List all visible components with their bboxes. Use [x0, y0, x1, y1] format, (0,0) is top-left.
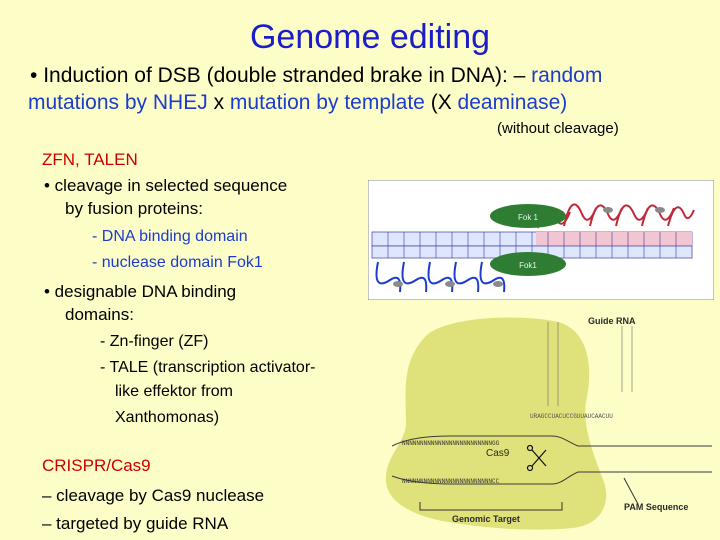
cas9-label: Cas9 [486, 448, 510, 459]
fok1-domain-top [490, 204, 566, 228]
intro-text-b: random [531, 64, 603, 87]
intro-note: (without cleavage) [497, 120, 619, 137]
zinc-fingers-blue [375, 261, 506, 293]
dna-ticks [387, 232, 677, 258]
genomic-target-label: Genomic Target [452, 514, 520, 524]
intro-line-1: • Induction of DSB (double stranded brak… [30, 64, 602, 88]
zfn-sub-1: - DNA binding domain [92, 228, 248, 245]
rna-stems [547, 322, 633, 406]
crispr-item-1: – cleavage by Cas9 nuclease [42, 486, 265, 505]
pam-label: PAM Sequence [624, 502, 688, 512]
intro-line-2: mutations by NHEJ x mutation by template… [28, 91, 567, 115]
seq-top: NNNNNNNNNNNNNNNNNNNNNNNNNGG [402, 440, 500, 447]
guide-rna-label: Guide RNA [588, 316, 636, 326]
fok1-label-bottom: Fok1 [519, 261, 537, 270]
zfn-figure: Fok 1 Fok1 [368, 180, 714, 300]
intro-bullet: • [30, 64, 38, 87]
slide-title: Genome editing [249, 18, 491, 56]
zfn-sub-4: - TALE (transcription activator- [100, 359, 316, 376]
genomic-target-bracket [419, 502, 563, 511]
fok1-label-top: Fok 1 [518, 213, 539, 222]
zfn-sub-3: - Zn-finger (ZF) [100, 333, 209, 350]
pam-pointer [623, 477, 639, 505]
zfn-sub-5: like effektor from [115, 383, 233, 400]
zfn-bullet-1a: • cleavage in selected sequence [44, 176, 288, 195]
intro-text-a: Induction of DSB (double stranded brake … [43, 64, 526, 87]
zfn-sub-2: - nuclease domain Fok1 [92, 254, 263, 271]
zfn-bullet-2b: domains: [65, 305, 134, 324]
crispr-item-2: – targeted by guide RNA [42, 514, 229, 533]
intro-text-e: mutation by template [229, 91, 425, 114]
fok1-domain-bottom [490, 252, 566, 276]
crispr-figure: NNNNNNNNNNNNNNNNNNNNNNNNNGG NNNNNNNNNNNN… [385, 316, 712, 530]
zfn-bullet-2a: • designable DNA binding [44, 282, 237, 301]
scissors-icon [526, 444, 547, 472]
crispr-heading: CRISPR/Cas9 [42, 456, 151, 475]
seq-bottom: NNNNNNNNNNNNNNNNNNNNNNNNNCC [402, 478, 500, 485]
intro-text-f: (X [430, 91, 452, 114]
zfn-heading: ZFN, TALEN [42, 150, 138, 169]
intro-text-g: deaminase) [457, 91, 568, 114]
cas9-shape [385, 317, 607, 530]
zfn-bullet-1b: by fusion proteins: [65, 199, 203, 218]
intro-text-c: mutations by NHEJ [28, 91, 208, 114]
rna-bottom: URAGCCUACUCCGUUAUCAACUU [530, 413, 613, 420]
dna-helix-lines [391, 435, 712, 485]
zfn-sub-6: Xanthomonas) [115, 409, 220, 426]
intro-text-d: x [213, 91, 225, 114]
